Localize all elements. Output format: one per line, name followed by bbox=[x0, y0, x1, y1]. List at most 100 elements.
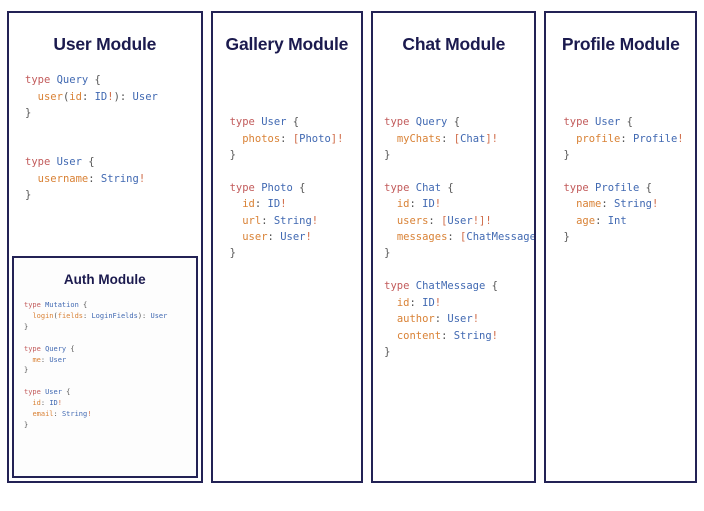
code-token: ID bbox=[49, 399, 58, 408]
code-token: email bbox=[32, 410, 54, 419]
code-line: } bbox=[230, 147, 362, 163]
code-token: ! bbox=[107, 90, 114, 103]
code-token: } bbox=[384, 149, 391, 162]
code-token: User bbox=[45, 388, 62, 397]
code-token: : bbox=[40, 399, 50, 408]
code-token: User bbox=[132, 90, 158, 103]
code-line: age: Int bbox=[563, 213, 695, 229]
code-token: : bbox=[434, 313, 448, 326]
code-token: String bbox=[273, 214, 312, 227]
schema-type-definition: type Query { me: User} bbox=[24, 344, 196, 377]
schema-type-definition: type ChatMessage { id: ID! author: User!… bbox=[384, 278, 534, 360]
code-token: type bbox=[25, 74, 57, 87]
schema-type-definition: type User { photos: [Photo]!} bbox=[230, 114, 362, 163]
code-token: : bbox=[83, 311, 92, 320]
module-title: Gallery Module bbox=[225, 34, 349, 54]
code-line: email: String! bbox=[24, 409, 196, 420]
code-token: id bbox=[69, 90, 82, 103]
code-token: ! bbox=[677, 132, 684, 145]
code-token: { bbox=[292, 181, 306, 194]
code-token bbox=[384, 297, 397, 309]
code-line: } bbox=[24, 420, 196, 431]
code-token: type bbox=[24, 388, 46, 397]
code-token: Profile bbox=[633, 132, 678, 145]
code-token: : bbox=[40, 355, 50, 364]
code-line: me: User bbox=[24, 355, 196, 366]
code-line: username: String! bbox=[25, 171, 201, 187]
code-line: id: ID! bbox=[384, 196, 534, 212]
code-token bbox=[384, 198, 397, 210]
code-token: type bbox=[24, 344, 46, 353]
code-token: ID bbox=[422, 296, 435, 309]
module-card-gallery-module[interactable]: Gallery Module type User { photos: [Photo… bbox=[210, 11, 364, 483]
code-token: ! bbox=[87, 410, 92, 419]
code-token: } bbox=[229, 247, 236, 260]
code-token: messages bbox=[396, 231, 448, 244]
code-token bbox=[384, 313, 397, 325]
code-token: : bbox=[280, 132, 293, 145]
code-token: : bbox=[441, 329, 454, 342]
code-token: User bbox=[150, 311, 168, 320]
code-token: ( bbox=[53, 311, 58, 320]
code-token: : bbox=[620, 132, 634, 145]
code-token: ! bbox=[138, 172, 146, 185]
code-token: : bbox=[409, 198, 423, 211]
code-line: } bbox=[563, 229, 695, 245]
schema-type-definition: type Photo { id: ID! url: String! user: … bbox=[230, 180, 362, 262]
code-line: } bbox=[563, 147, 695, 163]
code-token: User bbox=[261, 116, 287, 129]
code-line: type User { bbox=[230, 114, 362, 130]
code-line: name: String! bbox=[563, 196, 695, 212]
code-token: { bbox=[447, 116, 461, 129]
code-token: Chat bbox=[415, 181, 442, 194]
code-token bbox=[384, 215, 397, 227]
code-token: String bbox=[100, 172, 139, 185]
code-token: : bbox=[81, 90, 95, 103]
code-token: type bbox=[24, 301, 46, 309]
code-token: id bbox=[396, 296, 410, 309]
code-token bbox=[25, 173, 38, 185]
code-token: } bbox=[25, 189, 32, 202]
code-token: ! bbox=[305, 231, 312, 244]
code-line: user: User! bbox=[230, 229, 362, 245]
code-token: type bbox=[229, 116, 262, 129]
code-token: { bbox=[78, 301, 88, 309]
code-token: { bbox=[61, 388, 71, 397]
code-token bbox=[563, 198, 576, 210]
code-line: users: [User!]! bbox=[384, 213, 534, 229]
code-token: { bbox=[88, 74, 101, 87]
code-token: myChats bbox=[396, 132, 442, 145]
code-token: age bbox=[576, 214, 596, 227]
code-token: { bbox=[620, 116, 633, 129]
module-title: Profile Module bbox=[561, 34, 680, 54]
code-token: username bbox=[37, 172, 89, 185]
code-token: ID bbox=[422, 198, 435, 211]
code-token: ChatMessage bbox=[466, 231, 536, 244]
code-token: ]! bbox=[536, 231, 537, 243]
code-token: type bbox=[229, 181, 262, 194]
code-line: } bbox=[384, 147, 534, 163]
code-line: type User { bbox=[563, 114, 695, 130]
code-line: url: String! bbox=[230, 213, 362, 229]
code-token: { bbox=[81, 156, 95, 169]
code-line: type Photo { bbox=[230, 180, 362, 196]
code-token: : bbox=[254, 198, 268, 211]
code-token: } bbox=[563, 149, 570, 162]
code-token: LoginFields bbox=[91, 311, 138, 320]
code-token: : bbox=[267, 231, 281, 244]
code-token: author bbox=[396, 313, 435, 326]
code-token: Chat bbox=[460, 132, 486, 145]
module-card-profile-module[interactable]: Profile Module type User { profile: Profi… bbox=[544, 11, 698, 483]
code-token: ( bbox=[62, 90, 70, 103]
code-token: [ bbox=[292, 132, 300, 145]
code-token: type bbox=[384, 116, 416, 129]
code-token: } bbox=[24, 420, 29, 429]
code-token: profile bbox=[576, 132, 621, 145]
schema-type-definition: type User { id: ID! email: String!} bbox=[24, 387, 196, 431]
code-token: content bbox=[396, 329, 442, 342]
code-token: user bbox=[242, 231, 268, 244]
